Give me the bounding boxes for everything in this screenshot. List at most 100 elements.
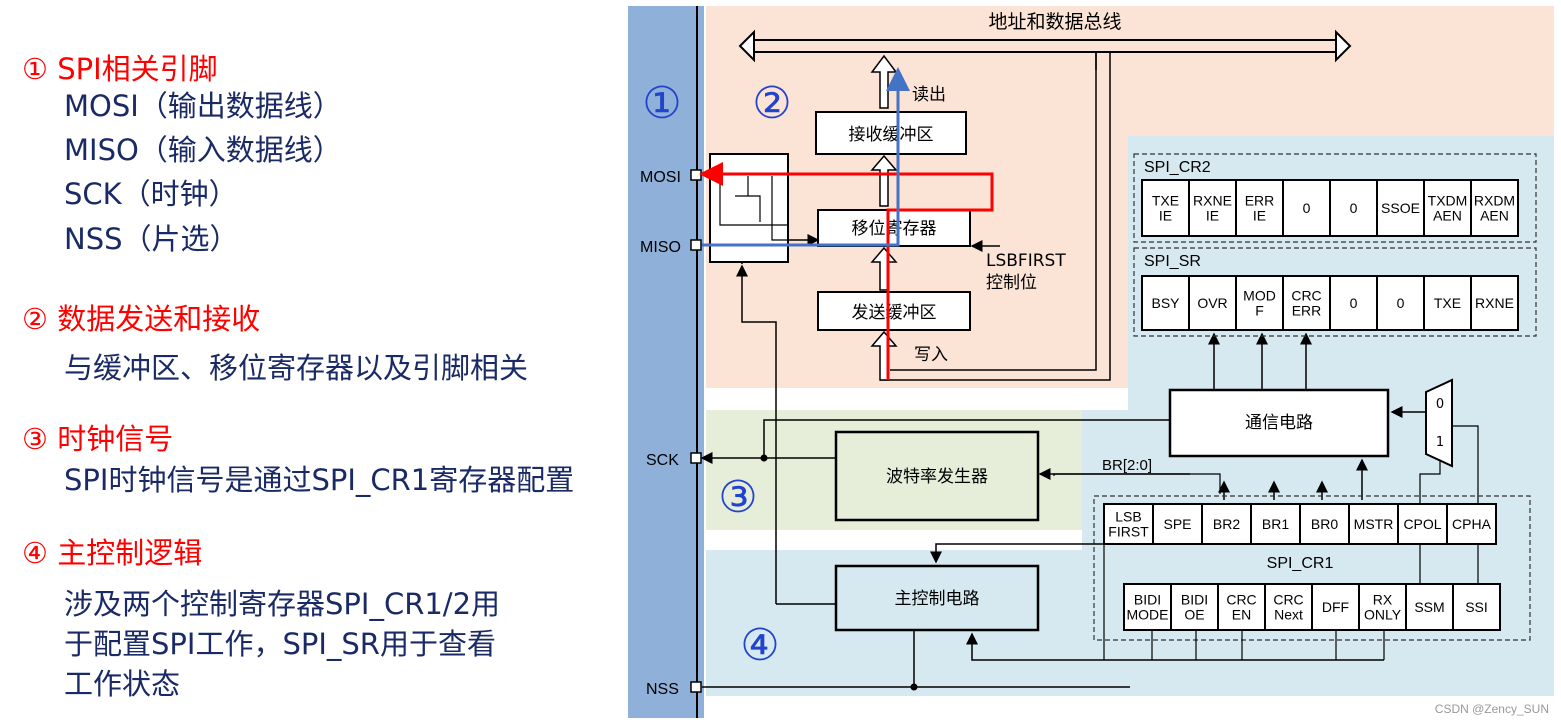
register-bit-cell [1348,503,1399,545]
register-bit-label: RXNE [1475,295,1514,311]
section-4-title: ④ 主控制逻辑 [22,536,203,570]
register-bit-cell [1470,275,1519,331]
notes-panel: ① SPI相关引脚 MOSI（输出数据线） MISO（输入数据线） SCK（时钟… [0,0,640,722]
pin-miso: MISO [640,239,681,256]
register-bit-label: CRC [1226,592,1256,608]
register-bit-cell [1397,503,1448,545]
mux-input-0: 0 [1436,397,1444,412]
pin-bar [628,6,704,718]
register-bit-cell [1423,179,1472,237]
register-bit-label: MODE [1127,607,1169,623]
section-2-line: 与缓冲区、移位寄存器以及引脚相关 [64,351,529,385]
spi-cr1-title: SPI_CR1 [1267,555,1334,572]
shift-register-label: 移位寄存器 [852,219,937,239]
register-bit-label: CRC [1291,288,1321,304]
register-bit-label: OE [1184,607,1204,623]
spi-cr2-title: SPI_CR2 [1144,159,1211,176]
lsbfirst-label: LSBFIRST [986,251,1066,271]
main-control-label: 主控制电路 [895,589,980,609]
write-label: 写入 [914,345,948,365]
register-bit-label: CRC [1273,592,1303,608]
shift-register-block [817,209,971,247]
register-bit-cell [1250,503,1301,545]
register-bit-cell [1217,583,1266,631]
register-bit-cell [1141,179,1190,237]
tx-buffer-block [817,291,971,331]
register-bit-cell [1141,275,1190,331]
address-data-bus: 地址和数据总线 [738,11,1352,63]
register-bit-label: DFF [1322,599,1349,615]
register-bit-label: 0 [1303,200,1311,216]
register-bit-label: BR1 [1262,516,1289,532]
mux [1425,378,1453,468]
region-mark-2: ② [752,78,791,129]
register-bit-label: LSB [1115,509,1141,525]
baud-generator-block [834,430,1040,522]
section-1-line: MOSI（输出数据线） [64,89,342,123]
register-bit-cell [1452,583,1501,631]
register-bit-label: SSOE [1381,200,1420,216]
register-bit-label: TXE [1152,193,1179,209]
section-1-line: MISO（输入数据线） [64,133,342,167]
register-bit-label: TXDM [1428,193,1468,209]
read-label: 读出 [912,85,946,105]
register-bit-label: BR2 [1213,516,1240,532]
register-bit-label: BR0 [1311,516,1338,532]
register-bit-cell [1170,583,1219,631]
register-bit-label: RX [1373,592,1393,608]
section-2-title: ② 数据发送和接收 [22,302,261,336]
register-bit-cell [1446,503,1497,545]
register-bit-cell [1423,275,1472,331]
register-bit-cell [1405,583,1454,631]
register-bit-cell [1376,179,1425,237]
section-1-line: SCK（时钟） [64,177,238,211]
watermark: CSDN @Zency_SUN [1434,702,1549,716]
register-bit-label: BSY [1151,295,1180,311]
register-bit-label: 0 [1350,200,1358,216]
register-bit-cell [1123,583,1172,631]
register-bit-label: AEN [1480,208,1509,224]
register-bit-label: AEN [1433,208,1462,224]
register-bit-label: Next [1274,607,1303,623]
section-4-line: 工作状态 [64,667,181,701]
register-bit-label: OVR [1197,295,1227,311]
register-bit-label: BIDI [1181,592,1208,608]
pin-mosi: MOSI [640,169,681,186]
register-bit-label: BIDI [1134,592,1161,608]
output-path-arrow [699,162,994,380]
register-bit-label: RXNE [1193,193,1232,209]
region-mark-3: ③ [718,472,757,523]
register-bit-cell [1235,275,1284,331]
rx-buffer-block [815,111,967,155]
register-bit-cell [1329,275,1378,331]
rx-buffer-label: 接收缓冲区 [849,125,934,145]
region-mark-4: ④ [740,620,779,671]
lsbfirst-control-label: 控制位 [986,273,1037,293]
register-bit-label: RXDM [1474,193,1515,209]
main-control-block [834,564,1040,632]
pin-sck: SCK [646,452,679,469]
register-bit-cell [1470,179,1519,237]
register-bit-label: FIRST [1108,524,1149,540]
register-bit-cell [1376,275,1425,331]
section-1-title: ① SPI相关引脚 [22,52,218,86]
register-bit-label: 0 [1397,295,1405,311]
register-bit-label: SPE [1163,516,1191,532]
register-bit-label: CPHA [1452,516,1492,532]
register-bit-label: SSI [1465,599,1488,615]
register-bit-label: 0 [1350,295,1358,311]
comm-circuit-label: 通信电路 [1245,413,1313,433]
register-bit-label: ERR [1292,303,1322,319]
tx-buffer-label: 发送缓冲区 [852,303,937,323]
section-3-line: SPI时钟信号是通过SPI_CR1寄存器配置 [64,463,575,497]
pin-nss: NSS [646,681,679,698]
section-4-line: 涉及两个控制寄存器SPI_CR1/2用 [64,587,501,621]
section-3-title: ③ 时钟信号 [22,422,174,456]
register-bit-label: IE [1206,208,1219,224]
section-4-line: 于配置SPI工作，SPI_SR用于查看 [64,627,496,661]
section-1-line: NSS（片选） [64,222,239,256]
